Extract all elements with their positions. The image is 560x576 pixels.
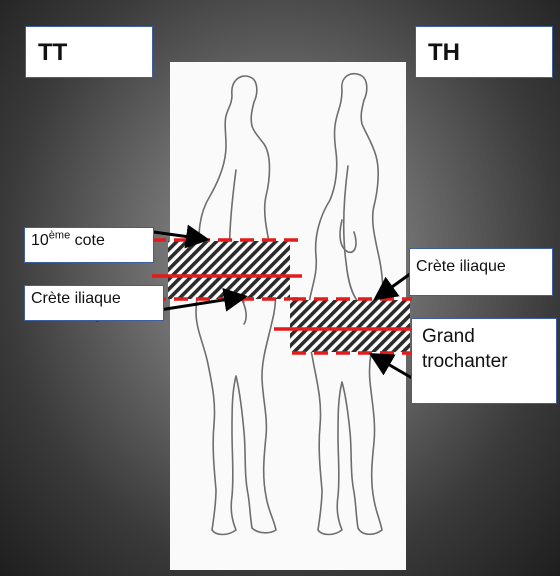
- label-iliac-crest-left-text: Crète iliaque: [31, 290, 121, 307]
- label-greater-trochanter: Grand trochanter: [411, 318, 557, 404]
- arrow-trochanter: [374, 356, 412, 378]
- label-iliac-crest-right-text: Crète iliaque: [416, 258, 506, 275]
- label-trochanter-line2: trochanter: [422, 350, 546, 375]
- label-10th-rib-word: cote: [70, 232, 105, 249]
- th-hatched-band: [290, 300, 410, 352]
- label-10th-rib-superscript: ème: [49, 230, 70, 242]
- label-trochanter-line1: Grand: [422, 325, 546, 350]
- label-10th-rib-number: 10: [31, 232, 49, 249]
- label-iliac-crest-left: Crète iliaque: [24, 285, 164, 321]
- label-10th-rib: 10ème cote: [24, 227, 154, 263]
- title-tt-text: TT: [38, 39, 67, 66]
- left-body-silhouette: [196, 76, 276, 535]
- label-iliac-crest-right: Crète iliaque: [409, 248, 553, 296]
- title-th-text: TH: [428, 39, 460, 66]
- title-th: TH: [415, 26, 553, 78]
- title-tt: TT: [25, 26, 153, 78]
- tt-hatched-band: [168, 241, 290, 299]
